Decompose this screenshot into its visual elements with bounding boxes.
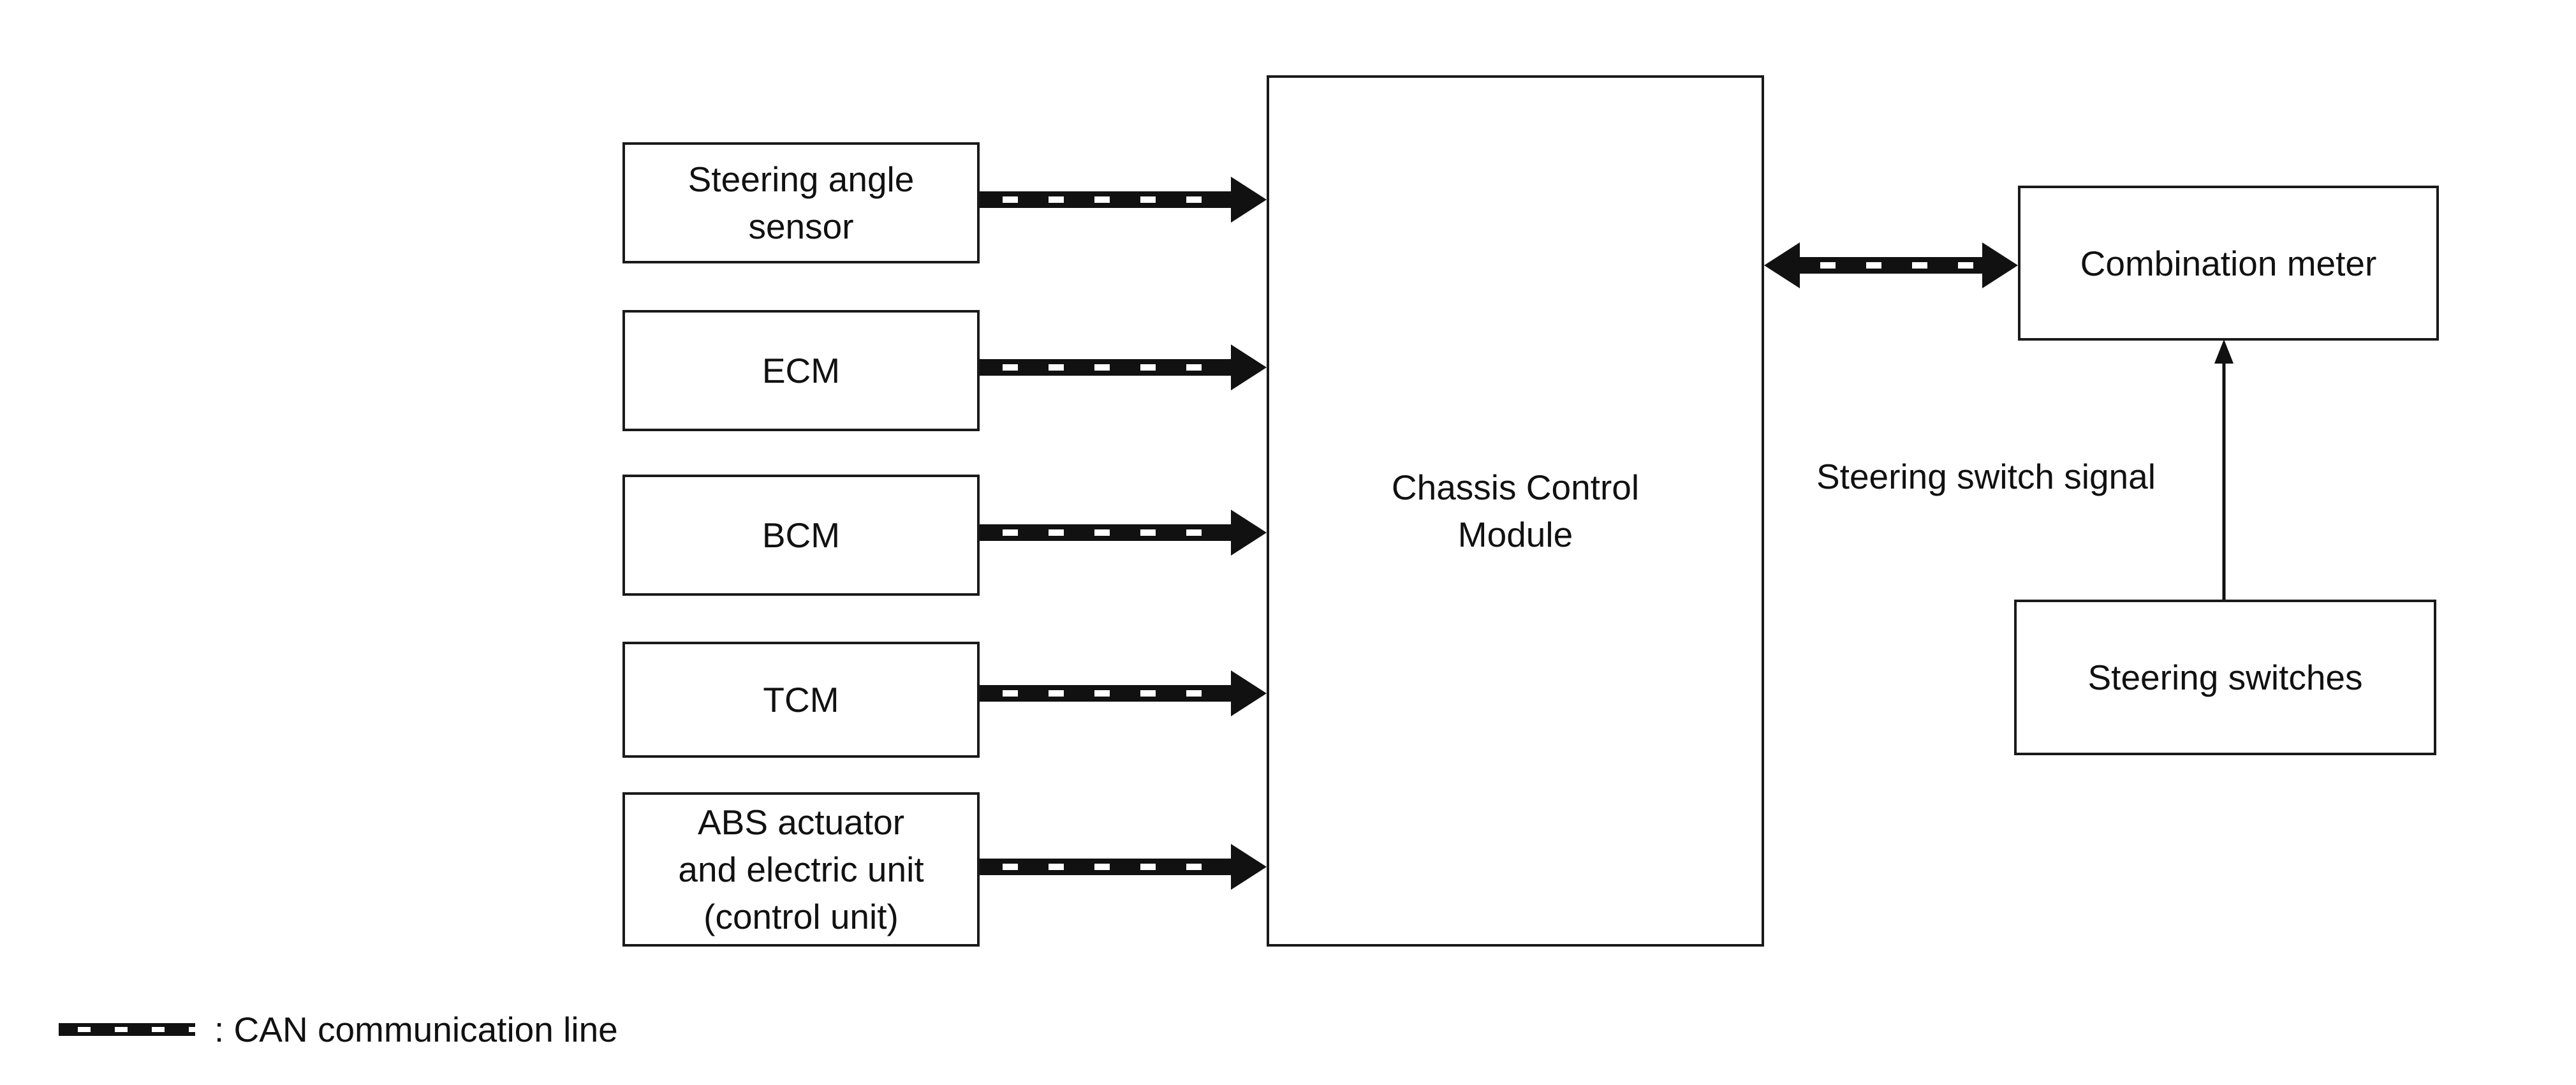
abs-actuator-label-3: (control unit) — [703, 897, 899, 936]
bcm-box: BCM — [622, 475, 980, 596]
can-line-tcm — [980, 670, 1267, 716]
can-line-steering-angle-sensor — [980, 177, 1267, 223]
abs-actuator-label-2: and electric unit — [678, 850, 924, 889]
bcm-label: BCM — [762, 515, 841, 555]
steering-switch-signal-label: Steering switch signal — [1816, 457, 2156, 496]
ecm-label: ECM — [762, 351, 841, 390]
chassis-control-module-label-2: Module — [1457, 515, 1573, 554]
ecm-box: ECM — [622, 310, 980, 431]
combination-meter-label: Combination meter — [2080, 243, 2377, 283]
can-line-ecm — [980, 344, 1267, 390]
steering-angle-sensor-box: Steering angle sensor — [622, 142, 980, 263]
tcm-label: TCM — [763, 680, 839, 720]
steering-angle-sensor-label-2: sensor — [748, 207, 854, 246]
steering-switch-signal-arrow — [2214, 339, 2234, 600]
steering-switches-label: Steering switches — [2087, 658, 2363, 697]
abs-actuator-label-1: ABS actuator — [697, 802, 905, 842]
legend-label: : CAN communication line — [214, 1010, 618, 1049]
abs-actuator-box: ABS actuator and electric unit (control … — [622, 792, 980, 947]
steering-angle-sensor-label-1: Steering angle — [688, 159, 915, 199]
tcm-box: TCM — [622, 642, 980, 758]
combination-meter-box: Combination meter — [2018, 186, 2439, 341]
can-line-combination-meter — [1764, 242, 2018, 288]
can-line-abs — [980, 844, 1267, 890]
chassis-control-module-label-1: Chassis Control — [1391, 468, 1640, 507]
steering-switches-box: Steering switches — [2014, 600, 2436, 755]
can-line-bcm — [980, 510, 1267, 556]
chassis-control-module-box: Chassis Control Module — [1267, 75, 1764, 947]
